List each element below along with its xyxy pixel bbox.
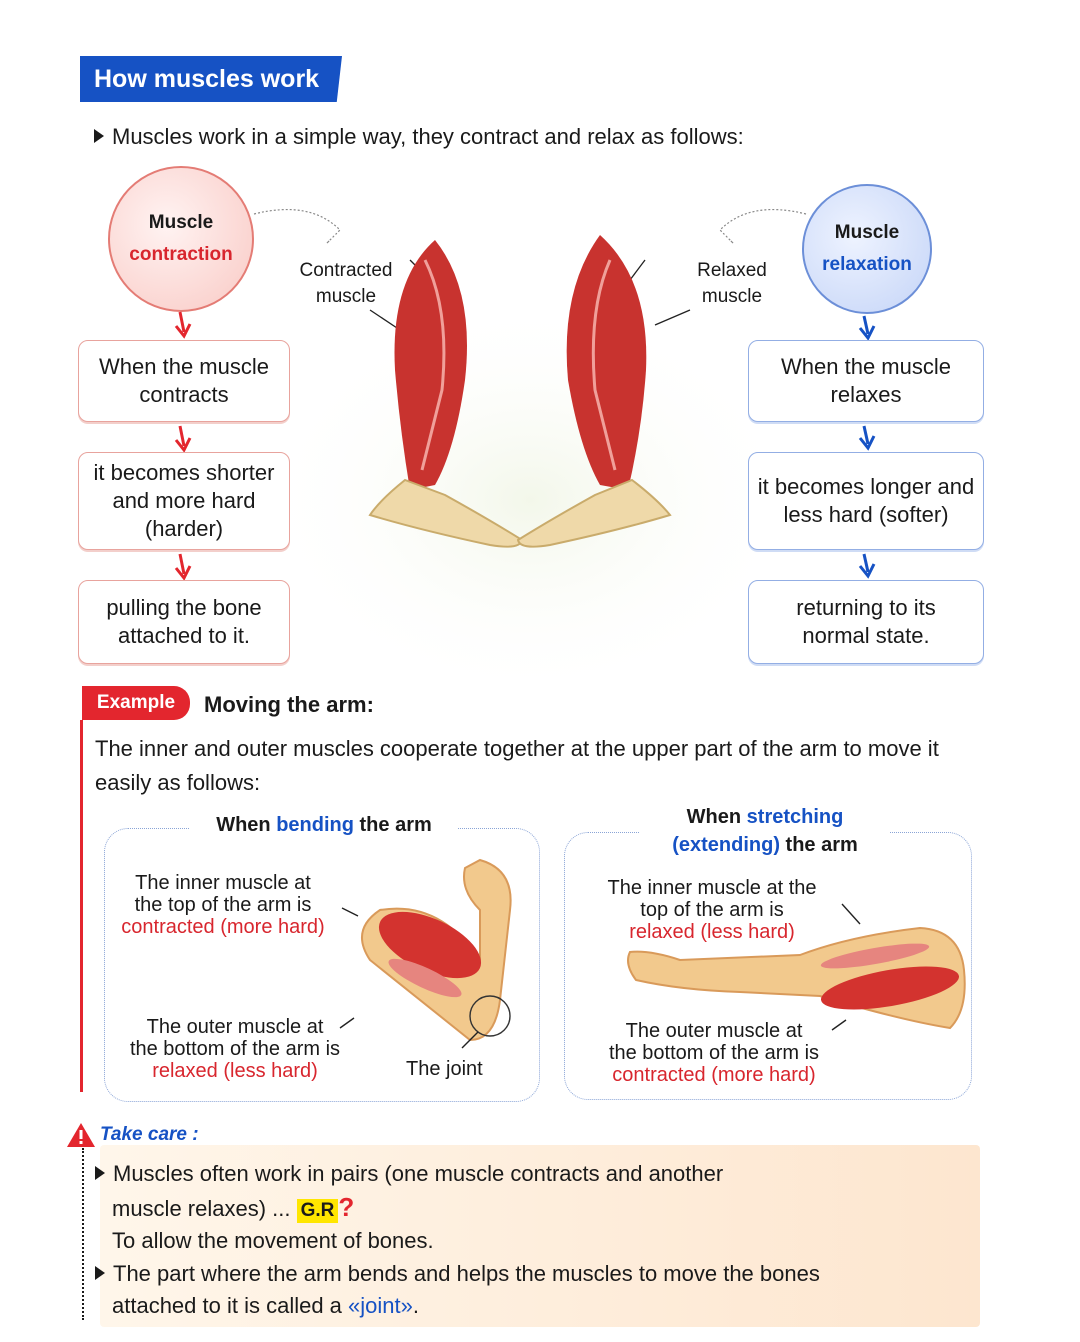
intro-text: Muscles work in a simple way, they contr… (94, 124, 744, 150)
straight-arm-illustration (627, 903, 966, 1031)
text-line: top of the arm is (640, 899, 784, 921)
circle-title: Muscle (148, 212, 214, 233)
bent-arm-illustration (339, 858, 512, 1049)
contraction-step-2: it becomes shorter and more hard (harder… (78, 452, 290, 550)
circle-title: Muscle (834, 222, 900, 243)
stretching-outer-text: The outer muscle at the bottom of the ar… (594, 1020, 834, 1086)
example-tag: Example (82, 686, 190, 720)
legs-illustration (253, 208, 807, 680)
step-line: less hard (softer) (783, 502, 949, 527)
stretching-header: When stretching (extending) the arm (640, 803, 890, 859)
gr-badge: G.R (296, 1198, 339, 1223)
text-line: contracted (more hard) (121, 916, 325, 938)
down-arrow-icon (858, 553, 876, 579)
circle-subtitle: contraction (129, 244, 233, 265)
warning-icon (67, 1123, 95, 1147)
circle-subtitle: relaxation (822, 254, 912, 275)
text-line: the bottom of the arm is (129, 1038, 341, 1060)
label-line: Contracted (299, 260, 393, 281)
text-line: The outer muscle at (625, 1020, 803, 1042)
hdr-keyword: (extending) (672, 834, 780, 856)
down-arrow-icon (174, 425, 192, 453)
intro-label: Muscles work in a simple way, they contr… (112, 124, 744, 149)
hdr-text: When (216, 814, 277, 836)
care-line: Muscles often work in pairs (one muscle … (113, 1161, 724, 1186)
hdr-text: the arm (353, 814, 432, 836)
muscle-contraction-circle: Muscle contraction (108, 166, 254, 312)
hdr-keyword: stretching (746, 806, 844, 828)
relaxed-muscle-label: Relaxed muscle (684, 258, 780, 309)
joint-label: The joint (406, 1058, 483, 1080)
hdr-text: When (686, 806, 747, 828)
bullet-arrow-icon (95, 1265, 105, 1280)
example-text: The inner and outer muscles cooperate to… (95, 736, 939, 795)
text-line: the top of the arm is (134, 894, 312, 916)
relaxation-step-3: returning to its normal state. (748, 580, 984, 664)
stretching-inner-text: The inner muscle at the top of the arm i… (594, 877, 830, 943)
bullet-arrow-icon (95, 1166, 105, 1180)
hdr-keyword: bending (276, 814, 354, 836)
care-line: muscle relaxes) ... (112, 1195, 291, 1221)
example-heading: Moving the arm: (204, 692, 374, 717)
contraction-step-1: When the muscle contracts (78, 340, 290, 422)
bullet-arrow-icon (94, 129, 104, 143)
step-line: it becomes longer and (757, 474, 975, 500)
take-care-text: Muscles often work in pairs (one muscle … (95, 1158, 975, 1323)
care-line: . (412, 1293, 419, 1318)
bending-outer-text: The outer muscle at the bottom of the ar… (112, 1016, 358, 1082)
take-care-title: Take care : (100, 1124, 199, 1145)
joint-term: «joint» (348, 1293, 413, 1318)
question-mark-icon: ? (338, 1191, 355, 1222)
care-line: The part where the arm bends and helps t… (113, 1260, 820, 1286)
hdr-text: the arm (779, 834, 858, 856)
contracted-muscle-label: Contracted muscle (296, 258, 396, 309)
care-line: attached to it is called a (112, 1293, 349, 1318)
down-arrow-icon (174, 553, 192, 581)
text-line: contracted (more hard) (612, 1064, 816, 1086)
text-line: The outer muscle at (146, 1016, 324, 1038)
label-line: Relaxed (697, 260, 767, 281)
label-line: muscle (701, 285, 763, 307)
take-care-dotted-line (82, 1148, 84, 1320)
relaxation-step-1: When the muscle relaxes (748, 340, 984, 422)
text-line: relaxed (less hard) (152, 1060, 318, 1082)
text-line: relaxed (less hard) (629, 921, 795, 943)
text-line: The inner muscle at (135, 872, 311, 894)
bending-inner-text: The inner muscle at the top of the arm i… (108, 872, 338, 938)
label-line: muscle (315, 285, 377, 307)
example-side-bar (80, 720, 83, 1092)
section-title: How muscles work (80, 56, 342, 102)
down-arrow-icon (858, 425, 876, 451)
text-line: the bottom of the arm is (608, 1042, 820, 1064)
down-arrow-icon (174, 311, 192, 339)
contraction-step-3: pulling the bone attached to it. (78, 580, 290, 664)
text-line: The inner muscle at the (607, 877, 817, 899)
muscle-relaxation-circle: Muscle relaxation (802, 184, 932, 314)
bending-header: When bending the arm (190, 812, 458, 840)
down-arrow-icon (858, 315, 876, 341)
take-care-background (100, 1145, 980, 1327)
care-line: To allow the movement of bones. (112, 1228, 434, 1253)
relaxation-step-2: it becomes longer and less hard (softer) (748, 452, 984, 550)
